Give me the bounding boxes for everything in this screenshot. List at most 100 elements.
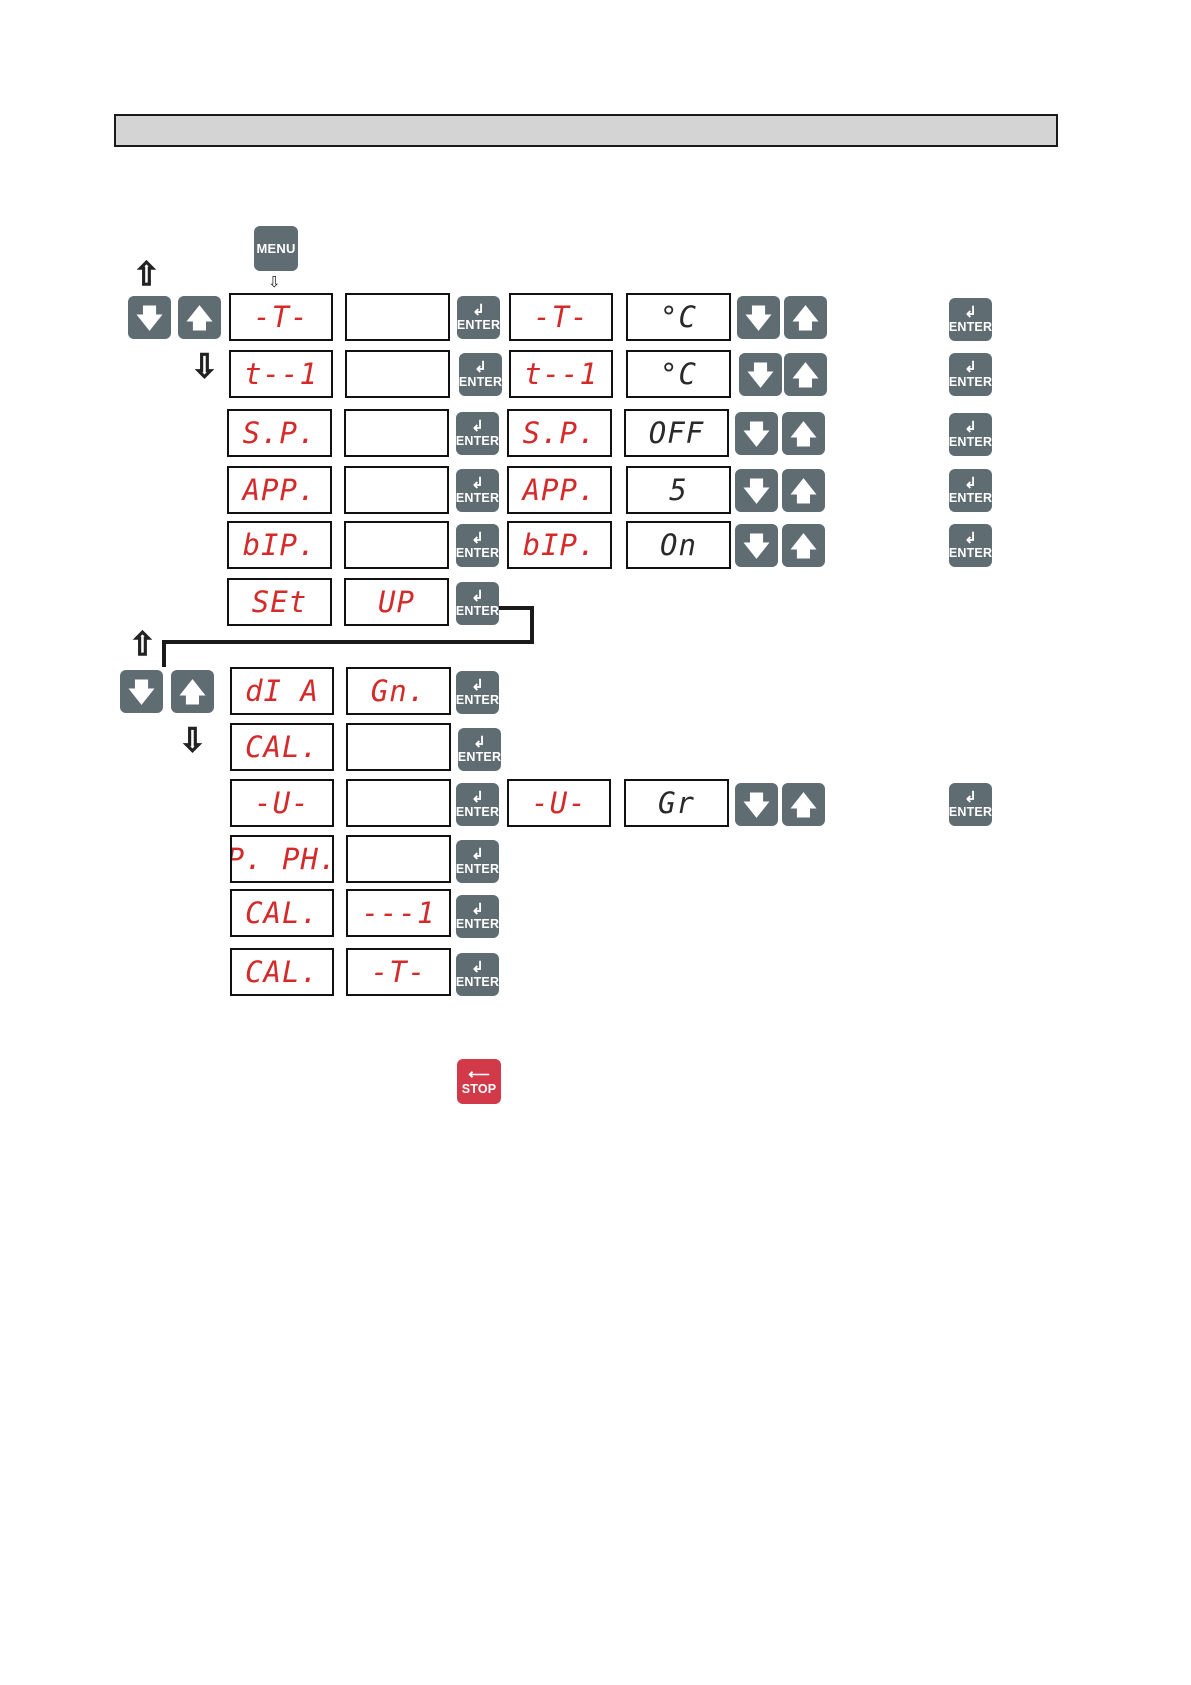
lcd-param-2: -T-	[509, 293, 613, 341]
lcd-param: -T-	[229, 293, 333, 341]
confirm-enter-button[interactable]: ↲ENTER	[949, 298, 992, 341]
enter-label: ENTER	[455, 916, 500, 931]
up-arrow-icon: 🡅	[790, 418, 817, 449]
confirm-enter-button[interactable]: ↲ENTER	[949, 469, 992, 512]
down-arrow-icon: 🡇	[747, 359, 774, 390]
enter-button[interactable]: ↲ENTER	[456, 953, 499, 996]
enter-arrow-icon: ↲	[473, 733, 486, 751]
up-arrow-icon: 🡅	[790, 530, 817, 561]
enter-label: ENTER	[458, 374, 503, 389]
confirm-enter-button[interactable]: ↲ENTER	[949, 353, 992, 396]
enter-button[interactable]: ↲ENTER	[456, 469, 499, 512]
lcd-param: APP.	[227, 466, 332, 514]
enter-arrow-icon: ↲	[964, 529, 977, 547]
enter-button[interactable]: ↲ENTER	[456, 783, 499, 826]
lcd-param: CAL.	[230, 889, 334, 937]
nav-up-button[interactable]: 🡅	[178, 296, 221, 339]
nav-up-outline-arrow-icon: ⇧	[132, 255, 160, 293]
enter-button[interactable]: ↲ENTER	[459, 353, 502, 396]
header-bar	[114, 114, 1058, 147]
enter-arrow-icon: ↲	[474, 358, 487, 376]
lcd-value	[344, 409, 449, 457]
lcd-setting: OFF	[624, 409, 729, 457]
lcd-param: CAL.	[230, 948, 334, 996]
down-arrow-icon: 🡇	[745, 302, 772, 333]
setting-down-button[interactable]: 🡇	[737, 296, 780, 339]
nav-down-button[interactable]: 🡇	[128, 296, 171, 339]
down-arrow-icon: 🡇	[128, 676, 155, 707]
up-arrow-icon: 🡅	[792, 359, 819, 390]
setting-up-button[interactable]: 🡅	[782, 412, 825, 455]
setting-up-button[interactable]: 🡅	[782, 524, 825, 567]
lcd-value	[346, 723, 451, 771]
enter-label: ENTER	[948, 434, 993, 449]
lcd-value	[344, 466, 449, 514]
stop-arrow-icon: ⟵	[468, 1065, 490, 1083]
up-arrow-icon: 🡅	[790, 475, 817, 506]
confirm-enter-button[interactable]: ↲ENTER	[949, 783, 992, 826]
lcd-param: P. PH.	[230, 835, 334, 883]
setup-up-outline-arrow-icon: ⇧	[128, 625, 156, 663]
enter-label: ENTER	[455, 433, 500, 448]
enter-button[interactable]: ↲ENTER	[457, 296, 500, 339]
lcd-value: Gn.	[346, 667, 451, 715]
setup-nav-down-button[interactable]: 🡇	[120, 670, 163, 713]
enter-arrow-icon: ↲	[964, 303, 977, 321]
lcd-param-2: APP.	[507, 466, 612, 514]
stop-label: STOP	[461, 1081, 497, 1096]
enter-label: ENTER	[457, 749, 502, 764]
enter-arrow-icon: ↲	[472, 301, 485, 319]
lcd-setting: °C	[626, 293, 731, 341]
setup-down-outline-arrow-icon: ⇩	[178, 721, 206, 759]
lcd-value	[346, 835, 451, 883]
setting-down-button[interactable]: 🡇	[739, 353, 782, 396]
lcd-param: bIP.	[227, 521, 332, 569]
enter-button[interactable]: ↲ENTER	[456, 412, 499, 455]
setting-down-button[interactable]: 🡇	[735, 412, 778, 455]
connector-line	[162, 640, 534, 644]
lcd-param: SEt	[227, 578, 332, 626]
enter-button[interactable]: ↲ENTER	[456, 895, 499, 938]
connector-line	[162, 640, 166, 667]
lcd-param: t--1	[229, 350, 333, 398]
up-arrow-icon: 🡅	[186, 302, 213, 333]
down-arrow-icon: 🡇	[136, 302, 163, 333]
lcd-param: CAL.	[230, 723, 334, 771]
setting-down-button[interactable]: 🡇	[735, 524, 778, 567]
lcd-value: UP	[344, 578, 449, 626]
enter-label: ENTER	[455, 804, 500, 819]
enter-label: ENTER	[455, 974, 500, 989]
enter-label: ENTER	[948, 319, 993, 334]
setting-up-button[interactable]: 🡅	[782, 469, 825, 512]
lcd-param-2: S.P.	[507, 409, 612, 457]
enter-label: ENTER	[455, 861, 500, 876]
setup-nav-up-button[interactable]: 🡅	[171, 670, 214, 713]
enter-button[interactable]: ↲ENTER	[456, 671, 499, 714]
setting-up-button[interactable]: 🡅	[784, 353, 827, 396]
enter-arrow-icon: ↲	[471, 529, 484, 547]
confirm-enter-button[interactable]: ↲ENTER	[949, 413, 992, 456]
enter-arrow-icon: ↲	[964, 788, 977, 806]
setting-down-button[interactable]: 🡇	[735, 469, 778, 512]
setting-up-button[interactable]: 🡅	[784, 296, 827, 339]
enter-button[interactable]: ↲ENTER	[458, 728, 501, 771]
setup-enter-button[interactable]: ↲ENTER	[456, 582, 499, 625]
enter-arrow-icon: ↲	[471, 845, 484, 863]
menu-button[interactable]: MENU	[254, 226, 298, 271]
connector-line	[530, 606, 534, 644]
setting-down-button[interactable]: 🡇	[735, 783, 778, 826]
confirm-enter-button[interactable]: ↲ENTER	[949, 524, 992, 567]
stop-button[interactable]: ⟵ STOP	[457, 1059, 501, 1104]
enter-button[interactable]: ↲ENTER	[456, 840, 499, 883]
setting-up-button[interactable]: 🡅	[782, 783, 825, 826]
lcd-param-2: bIP.	[507, 521, 612, 569]
down-arrow-icon: 🡇	[743, 530, 770, 561]
enter-label: ENTER	[948, 804, 993, 819]
enter-label: ENTER	[948, 545, 993, 560]
enter-label: ENTER	[455, 603, 500, 618]
up-arrow-icon: 🡅	[179, 676, 206, 707]
enter-arrow-icon: ↲	[964, 418, 977, 436]
enter-button[interactable]: ↲ENTER	[456, 524, 499, 567]
lcd-param-2: t--1	[509, 350, 613, 398]
enter-label: ENTER	[948, 374, 993, 389]
